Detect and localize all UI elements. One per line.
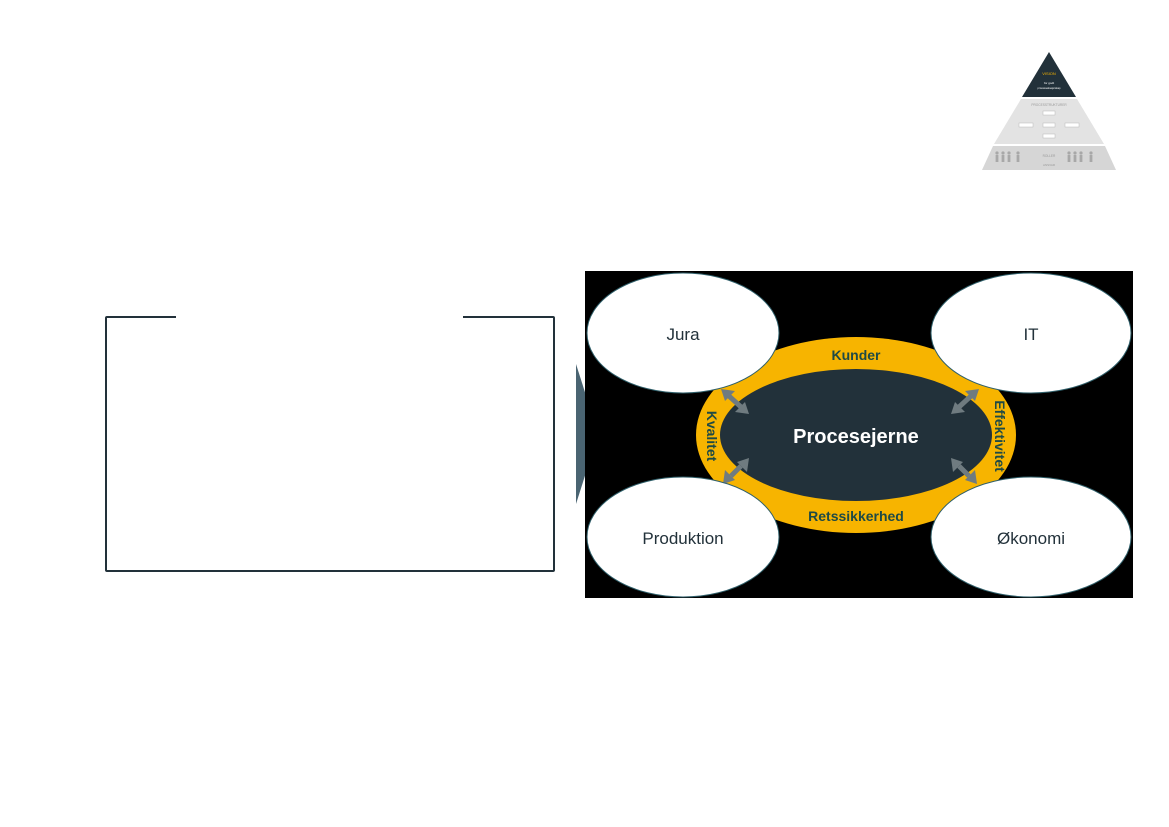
node-it	[930, 272, 1132, 394]
node-okonomi-label: Økonomi	[997, 529, 1065, 548]
pyramid-graphic: VISION for godt processeksejerskap PROCE…	[982, 52, 1116, 170]
pyramid-bottom-label1: ROLLER	[1043, 154, 1056, 158]
ring-label-right: Effektivitet	[992, 400, 1008, 472]
people-icons-left	[995, 151, 1020, 162]
pyramid-middle	[994, 99, 1104, 144]
people-icons-right	[1067, 151, 1093, 162]
pyramid-bottom	[982, 146, 1116, 170]
pyramid-bottom-label2: ANSVAR	[1043, 163, 1056, 167]
double-arrow-icon-top-right	[951, 389, 979, 414]
center-label: Procesejerne	[793, 426, 919, 448]
pyramid-process-boxes	[1018, 110, 1080, 139]
frame-title-gap	[176, 310, 463, 322]
ring-label-left: Kvalitet	[704, 411, 720, 462]
pyramid-top-sub2: processeksejerskap	[1038, 86, 1061, 90]
content-frame	[105, 316, 555, 572]
pyramid-top-label: VISION	[1042, 71, 1056, 76]
pyramid-mid-label: PROCESSTRUKTURER	[1031, 103, 1067, 107]
node-produktion	[586, 476, 780, 598]
node-okonomi	[930, 476, 1132, 598]
node-it-label: IT	[1023, 325, 1038, 344]
ring-label-top: Kunder	[832, 347, 882, 363]
pyramid-top	[1022, 52, 1076, 97]
node-jura-label: Jura	[666, 325, 700, 344]
process-owner-core	[720, 369, 992, 501]
process-owner-diagram: Procesejerne Kunder Retssikkerhed Kvalit…	[585, 271, 1133, 598]
double-arrow-icon-bottom-left	[723, 458, 749, 484]
double-arrow-icon-bottom-right	[951, 458, 977, 484]
node-produktion-label: Produktion	[642, 529, 723, 548]
double-arrow-icon-top-left	[721, 389, 749, 414]
node-jura	[586, 272, 780, 394]
pyramid-top-sub1: for godt	[1044, 81, 1054, 85]
ring-label-bottom: Retssikkerhed	[808, 508, 904, 524]
double-arrow-icons	[721, 389, 979, 484]
